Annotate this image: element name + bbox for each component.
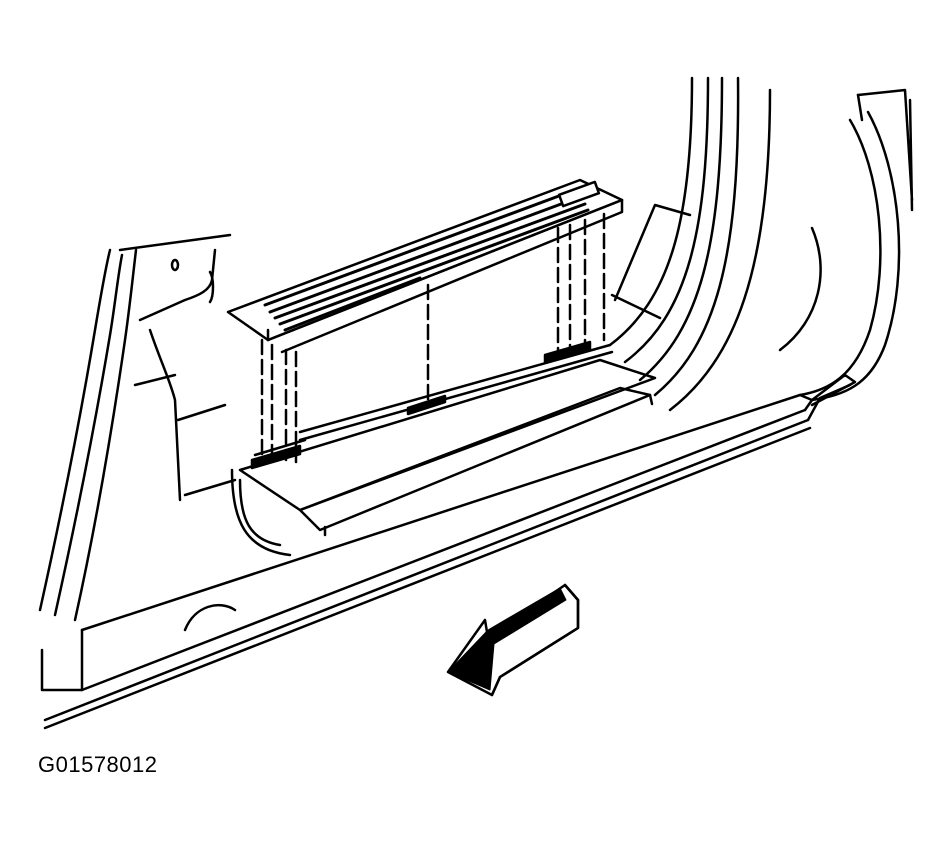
figure-id-label: G01578012 xyxy=(38,752,158,777)
rocker-panel xyxy=(40,373,857,730)
door-sill-plate xyxy=(238,358,657,537)
electronic-module-with-connectors xyxy=(226,178,624,354)
door-frame xyxy=(608,76,772,412)
body-pillar xyxy=(38,233,237,622)
mounting-bracket xyxy=(250,340,614,470)
forward-direction-arrow-icon xyxy=(446,583,580,697)
connector-slots xyxy=(263,188,590,332)
rear-pillar xyxy=(778,88,914,402)
